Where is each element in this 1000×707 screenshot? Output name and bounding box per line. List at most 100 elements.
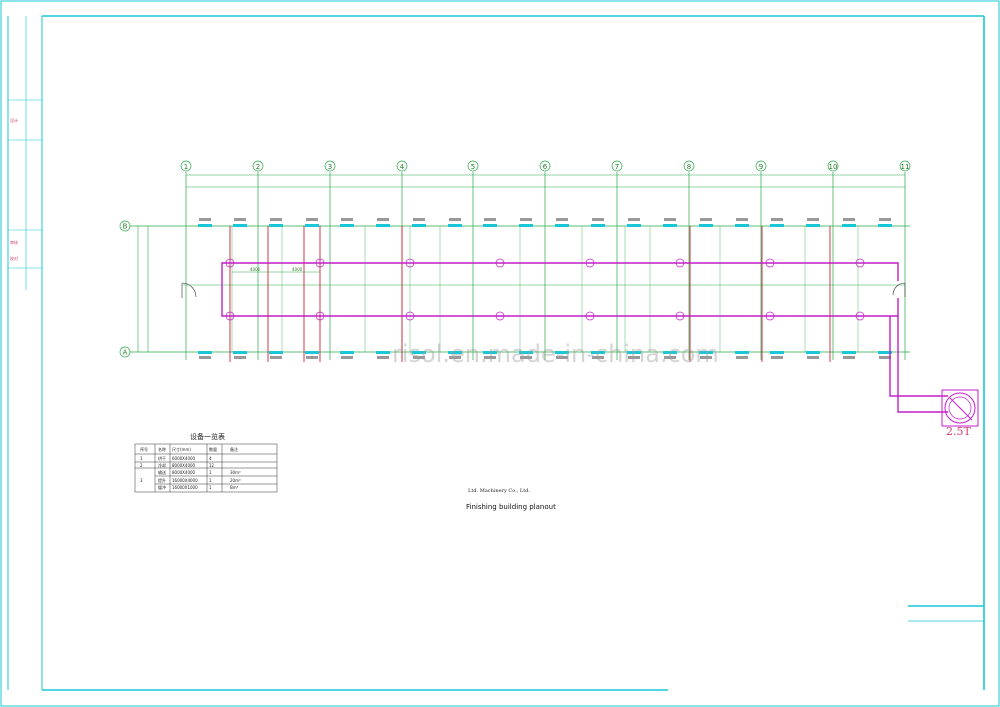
pipe-node bbox=[855, 258, 865, 268]
pipe-node bbox=[495, 258, 505, 268]
equipment-marker bbox=[806, 224, 820, 227]
grid-label-3: 3 bbox=[328, 163, 332, 171]
equipment-tag bbox=[592, 218, 604, 221]
equipment-tag bbox=[234, 356, 246, 359]
equipment-marker bbox=[519, 351, 533, 354]
equipment-tag bbox=[736, 356, 748, 359]
grid-bubble-7 bbox=[611, 160, 623, 172]
equipment-marker bbox=[483, 351, 497, 354]
grid-bubble-8 bbox=[683, 160, 695, 172]
equipment-tag bbox=[664, 218, 676, 221]
binding-label-c: 校对 bbox=[10, 256, 18, 261]
equipment-marker bbox=[555, 351, 569, 354]
watermark: risol.en.made-in-china.com bbox=[392, 340, 719, 368]
table-cell: 12 bbox=[209, 463, 215, 468]
pipe-node bbox=[315, 258, 325, 268]
equipment-tag bbox=[520, 356, 532, 359]
equipment-marker bbox=[735, 351, 749, 354]
equipment-marker bbox=[627, 351, 641, 354]
equipment-marker bbox=[448, 351, 462, 354]
equipment-marker bbox=[591, 224, 605, 227]
door-arc-right bbox=[892, 282, 906, 297]
equipment-tag bbox=[484, 356, 496, 359]
equipment-tag bbox=[879, 218, 891, 221]
table-cell: 1 bbox=[140, 456, 143, 461]
grid-label-10: 10 bbox=[829, 163, 838, 171]
pipe-nodes bbox=[225, 258, 865, 321]
grid-bubble-6 bbox=[539, 160, 551, 172]
table-cell: 1 bbox=[209, 470, 212, 475]
grid-bubble-5 bbox=[467, 160, 479, 172]
equipment-marker bbox=[806, 351, 820, 354]
equipment-marker bbox=[627, 224, 641, 227]
partition-walls bbox=[229, 226, 831, 362]
inner-dimension-right: 4000 bbox=[292, 267, 303, 272]
equipment-marker bbox=[340, 351, 354, 354]
plan-title: Finishing building planout bbox=[466, 503, 556, 511]
equipment-marker bbox=[269, 224, 283, 227]
table-cell: 30m³ bbox=[230, 470, 241, 475]
equipment-row-bottom bbox=[198, 351, 892, 359]
grid-label-11: 11 bbox=[901, 163, 910, 171]
pipe-node bbox=[765, 258, 775, 268]
table-cell: 6000X4000 bbox=[172, 456, 196, 461]
row-label-A: A bbox=[123, 349, 128, 357]
table-header-cell: 名称 bbox=[158, 447, 166, 452]
equipment-marker bbox=[233, 351, 247, 354]
table-header-cell: 数量 bbox=[209, 447, 217, 452]
grid-bubble-11 bbox=[899, 160, 911, 172]
equipment-marker bbox=[735, 224, 749, 227]
equipment-tag bbox=[879, 356, 891, 359]
equipment-marker bbox=[305, 351, 319, 354]
equipment-tag bbox=[449, 356, 461, 359]
equipment-marker bbox=[878, 224, 892, 227]
equipment-marker bbox=[376, 351, 390, 354]
pipe-node bbox=[405, 258, 415, 268]
table-cell: 8000X4000 bbox=[172, 470, 196, 475]
equipment-tag bbox=[843, 218, 855, 221]
equipment-tag bbox=[341, 356, 353, 359]
grid-bubble-4 bbox=[396, 160, 408, 172]
grid-bubble-10 bbox=[827, 160, 839, 172]
equipment-tag bbox=[807, 218, 819, 221]
equipment-row-top bbox=[198, 218, 892, 227]
equipment-marker bbox=[591, 351, 605, 354]
pipe-loop bbox=[221, 262, 948, 413]
grid-bubble-3 bbox=[324, 160, 336, 172]
table-cell: 输送 bbox=[158, 470, 166, 475]
table-cell: 缓冲 bbox=[158, 485, 166, 490]
table-cell: Bm³ bbox=[230, 485, 239, 490]
equipment-tag bbox=[306, 356, 318, 359]
table-cell: 2 bbox=[140, 463, 143, 468]
pipe-node bbox=[585, 258, 595, 268]
equipment-table-title: 设备一览表 bbox=[190, 433, 225, 441]
table-cell: 1 bbox=[209, 485, 212, 490]
equipment-marker bbox=[233, 224, 247, 227]
equipment-tag bbox=[771, 218, 783, 221]
equipment-tag bbox=[843, 356, 855, 359]
grid-label-5: 5 bbox=[471, 163, 475, 171]
grid-bubble-2 bbox=[252, 160, 264, 172]
table-header-cell: 尺寸(mm) bbox=[172, 447, 191, 452]
grid-label-2: 2 bbox=[256, 163, 260, 171]
binding-label-b: 审核 bbox=[10, 240, 18, 245]
pipe-node bbox=[225, 311, 235, 321]
pipe-node bbox=[225, 258, 235, 268]
equipment-marker bbox=[448, 224, 462, 227]
equipment-tag bbox=[700, 218, 712, 221]
grid-bubble-1 bbox=[180, 160, 192, 172]
pipe-node bbox=[405, 311, 415, 321]
grid-bubble-9 bbox=[755, 160, 767, 172]
pipe-node bbox=[675, 311, 685, 321]
binding-label-a: 设计 bbox=[10, 118, 18, 123]
equipment-marker bbox=[483, 224, 497, 227]
equipment-marker bbox=[305, 224, 319, 227]
grid-label-6: 6 bbox=[543, 163, 548, 171]
row-label-B: B bbox=[123, 223, 128, 231]
equipment-marker bbox=[770, 224, 784, 227]
equipment-tag bbox=[377, 356, 389, 359]
pipe-node bbox=[765, 311, 775, 321]
